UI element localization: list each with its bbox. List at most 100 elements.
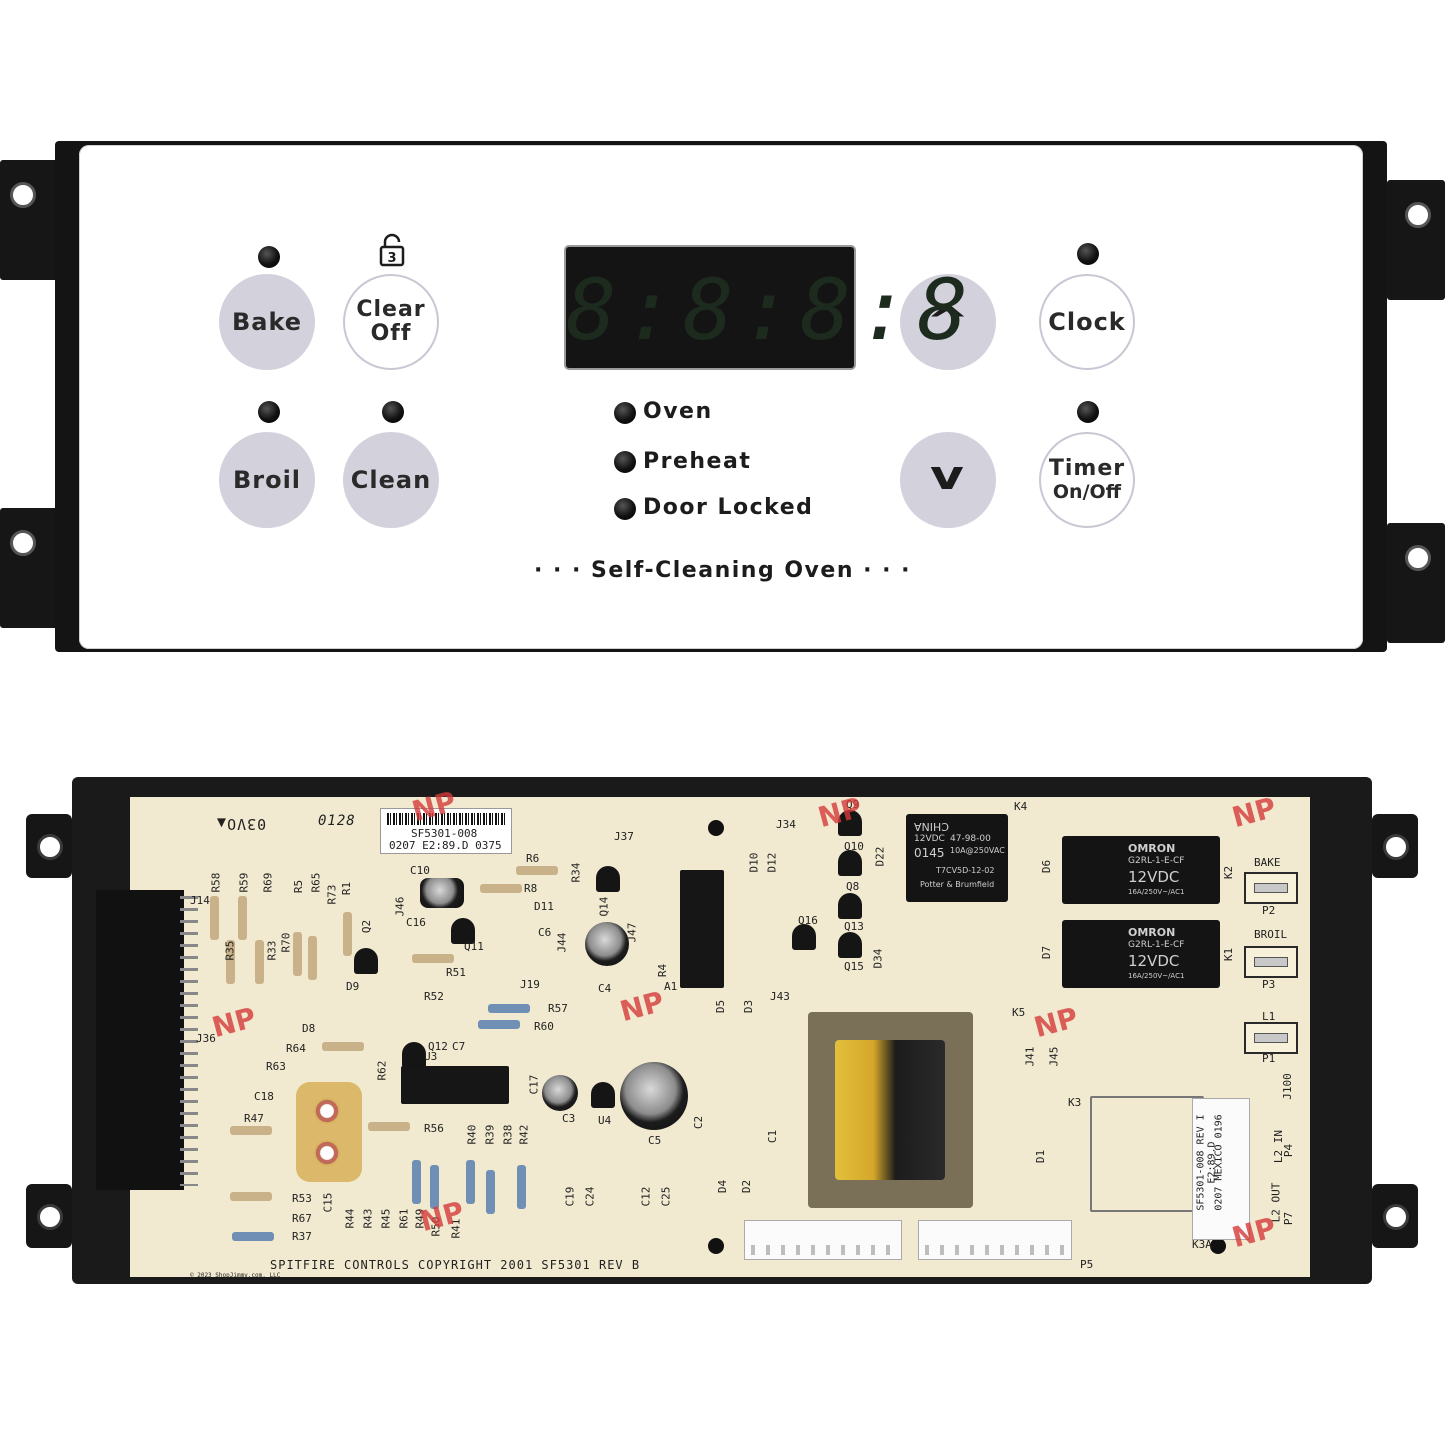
door-locked-indicator-label: Door Locked [643,495,814,520]
ic-u3 [401,1066,509,1104]
clock-button[interactable]: Clock [1039,274,1135,370]
transistor-q14 [596,866,620,892]
transistor-q12 [402,1042,426,1068]
silk-r51: R51 [446,966,466,979]
timer-label-line1: Timer [1048,456,1126,482]
transistor-q2 [354,948,378,974]
silk-j41: J41 [1023,1046,1037,1067]
silk-r37: R37 [292,1230,312,1243]
silk-c15: C15 [321,1192,335,1213]
silk-r58: R58 [209,872,223,893]
clean-button[interactable]: Clean [343,432,439,528]
label-p1: P1 [1262,1052,1276,1065]
silk-r38: R38 [501,1124,515,1145]
resistor-r61 [412,1160,421,1204]
silk-r73: R73 [325,884,339,905]
silk-c5: C5 [648,1134,662,1147]
timer-on-off-button[interactable]: Timer On/Off [1039,432,1135,528]
board-mount-ear-left-bottom [26,1184,72,1248]
silk-q12: Q12 [428,1040,448,1053]
resistor-r59 [238,896,247,940]
silk-r64: R64 [286,1042,306,1055]
silk-c18: C18 [254,1090,274,1103]
down-arrow-button[interactable]: v [900,432,996,528]
transistor-q8 [838,893,862,919]
label-p2: P2 [1262,904,1276,917]
silk-q11: Q11 [464,940,484,953]
silk-r8: R8 [524,882,538,895]
silk-d7: D7 [1040,945,1054,960]
relay-k1: OMRON G2RL-1-E-CF 12VDC 16A/250V~/AC1 [1062,920,1220,988]
mounting-hole-1 [708,820,724,836]
silk-r53: R53 [292,1192,312,1205]
chevron-up-icon: ^ [925,299,971,345]
chevron-down-icon: v [930,453,966,499]
label-j100: J100 [1280,1073,1294,1100]
silk-c4: C4 [598,982,612,995]
clock-button-label: Clock [1048,307,1126,336]
lock-number: 3 [387,251,396,266]
clean-led [382,401,404,423]
silk-r63: R63 [266,1060,286,1073]
silk-j14: J14 [190,894,210,907]
broil-button[interactable]: Broil [219,432,315,528]
silk-j44: J44 [555,932,569,953]
bake-button[interactable]: Bake [219,274,315,370]
resistor-r8 [480,884,522,893]
label-l1: L1 [1262,1010,1276,1023]
board-copyright: SPITFIRE CONTROLS COPYRIGHT 2001 SF5301 … [270,1258,641,1272]
bake-button-label: Bake [231,307,303,336]
silk-j43: J43 [770,990,790,1003]
silk-c25: C25 [659,1186,673,1207]
silk-c24: C24 [583,1186,597,1207]
silk-r60: R60 [534,1020,554,1033]
silk-k2: K2 [1222,865,1236,880]
relay-k2: OMRON G2RL-1-E-CF 12VDC 16A/250V~/AC1 [1062,836,1220,904]
small-copyright: © 2023 ShopJimmy.com, LLC [190,1272,281,1279]
timer-label-line2: On/Off [1052,480,1122,503]
oven-indicator-led [614,402,636,424]
silk-k3: K3 [1068,1096,1082,1109]
display-digits: 8:8:8:8 [566,261,977,359]
mount-tab-right-top [1387,180,1445,300]
silk-u4: U4 [598,1114,612,1127]
silk-r4: R4 [656,963,670,978]
silk-c17: C17 [527,1074,541,1095]
silk-top-code: 0128 [318,813,356,829]
transistor-q10 [838,850,862,876]
silk-r70: R70 [279,932,293,953]
terminal-broil-p3 [1244,946,1298,978]
transistor-q11 [451,918,475,944]
silk-k5: K5 [1012,1006,1026,1019]
silk-r61: R61 [397,1208,411,1229]
mount-tab-left-bottom [0,508,58,628]
silk-r67: R67 [292,1212,312,1225]
resistor-r51 [412,954,454,963]
capacitor-c3 [542,1075,578,1111]
resistor-r56 [368,1122,410,1131]
clear-off-button[interactable]: Clear Off [343,274,439,370]
mount-tab-left-top [0,160,58,280]
clear-off-label-line1: Clear [356,296,426,322]
self-cleaning-oven-label: · · · Self-Cleaning Oven · · · [533,558,912,583]
label-p3: P3 [1262,978,1276,991]
blob-hole-bottom [314,1140,340,1166]
silk-k4: K4 [1014,800,1028,813]
silk-c19: C19 [563,1186,577,1207]
silk-d11: D11 [534,900,554,913]
silk-c3: C3 [562,1112,576,1125]
up-arrow-button[interactable]: ^ [900,274,996,370]
touch-overlay [79,145,1363,649]
preheat-indicator-label: Preheat [643,449,752,474]
silk-c10: C10 [410,864,430,877]
transistor-q9 [838,810,862,836]
sticker-line2: 0207 E2:89.D 0375 [389,839,502,852]
silk-r35: R35 [223,940,237,961]
resistor-r40 [466,1160,475,1204]
silk-r1: R1 [340,881,354,896]
silk-j47: J47 [625,922,639,943]
inductor-a1 [680,870,724,988]
silk-d3: D3 [742,999,756,1014]
resistor-r33 [255,940,264,984]
barcode [387,813,505,825]
